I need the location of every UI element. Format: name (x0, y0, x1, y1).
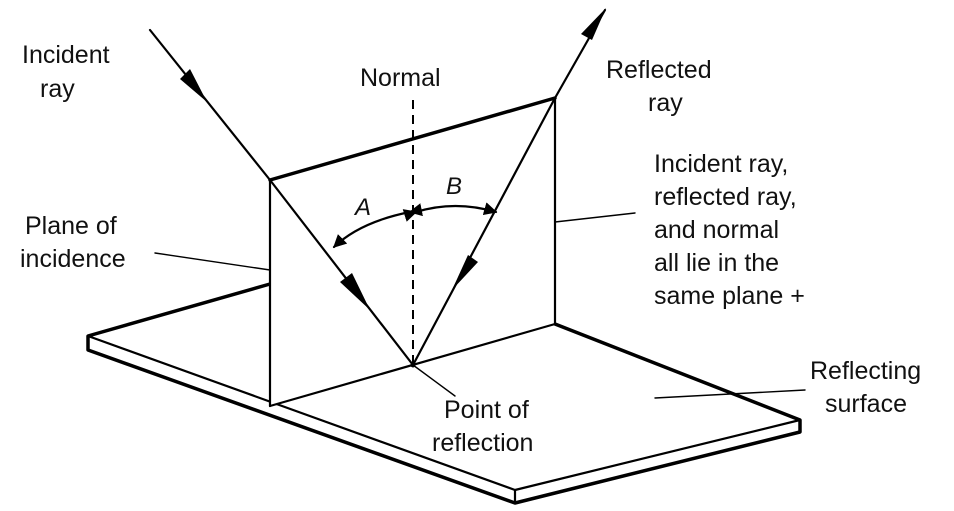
same-plane-note-line5: same plane + (654, 282, 805, 310)
plane-of-incidence-leader (154, 252, 271, 271)
reflecting-surface-leader (654, 389, 806, 399)
reflecting-surface-shape (86, 282, 802, 505)
reflected-arrowhead-upper (581, 8, 606, 40)
reflected-ray-label: Reflected ray (606, 56, 712, 117)
point-of-reflection-label-line2: reflection (432, 429, 533, 457)
same-plane-note-line3: and normal (654, 216, 779, 244)
angle-b-arc (402, 202, 498, 222)
incident-ray-label-line1: Incident (22, 41, 110, 69)
same-plane-note-line4: all lie in the (654, 249, 779, 277)
angle-a-label: A (353, 194, 371, 221)
angle-a-arc (332, 203, 423, 249)
plane-of-incidence-label-line1: Plane of (25, 212, 117, 240)
point-of-reflection-label: Point of reflection (432, 396, 533, 457)
reflecting-surface-label: Reflecting surface (810, 357, 921, 418)
same-plane-leader (554, 212, 636, 223)
reflected-ray-label-line2: ray (648, 89, 683, 117)
incident-ray-label-line2: ray (40, 75, 75, 103)
reflecting-surface-label-line2: surface (825, 390, 907, 418)
incident-arrowhead-upper (180, 69, 207, 102)
reflected-ray (411, 8, 607, 367)
plane-of-incidence-label: Plane of incidence (20, 212, 126, 273)
incident-ray (148, 28, 415, 367)
reflected-ray-label-line1: Reflected (606, 56, 712, 84)
plane-of-incidence-label-line2: incidence (20, 245, 126, 273)
same-plane-note: Incident ray, reflected ray, and normal … (654, 150, 805, 310)
normal-label: Normal (360, 64, 441, 92)
point-of-reflection-leader (412, 364, 456, 397)
angle-b-label: B (446, 173, 462, 200)
incident-arrowhead-lower (340, 273, 370, 310)
same-plane-note-line1: Incident ray, (654, 150, 788, 178)
reflected-arrowhead-lower (452, 255, 478, 290)
point-of-reflection-label-line1: Point of (444, 396, 529, 424)
reflecting-surface-label-line1: Reflecting (810, 357, 921, 385)
incident-ray-label: Incident ray (22, 41, 110, 103)
same-plane-note-line2: reflected ray, (654, 183, 797, 211)
